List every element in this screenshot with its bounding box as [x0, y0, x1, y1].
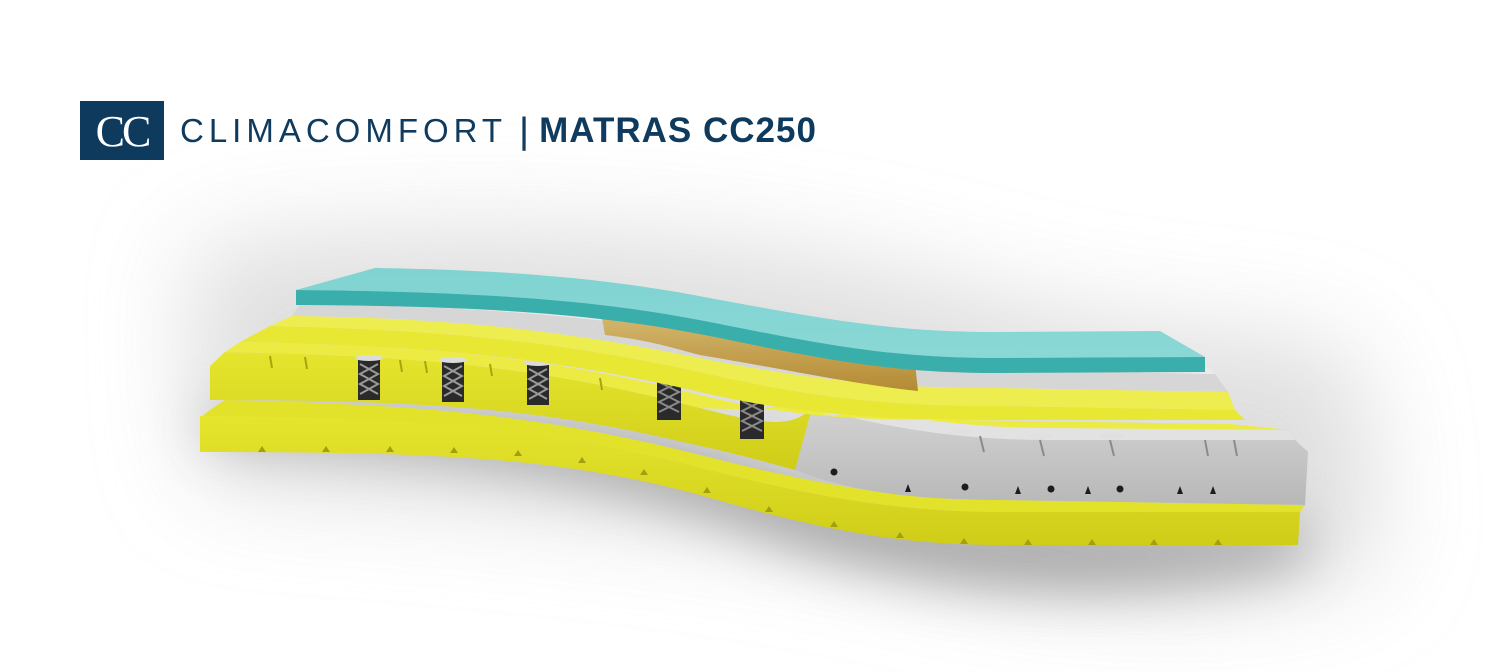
logo-text: CC: [95, 107, 152, 156]
base-foam-layer: [200, 400, 1305, 545]
brand-header: CC CLIMACOMFORT | MATRAS CC250: [80, 101, 817, 160]
spring-coils: [355, 355, 1124, 439]
pocket-spring-core: [210, 342, 1290, 470]
product-name: MATRAS CC250: [539, 111, 817, 150]
brand-name: CLIMACOMFORT: [180, 112, 508, 149]
top-comfort-layer: [296, 268, 1205, 373]
grey-zoned-foam: [795, 398, 1308, 505]
yellow-cover-foam: [240, 316, 1245, 420]
logo-icon: CC: [80, 101, 164, 160]
title-separator: |: [520, 109, 528, 151]
